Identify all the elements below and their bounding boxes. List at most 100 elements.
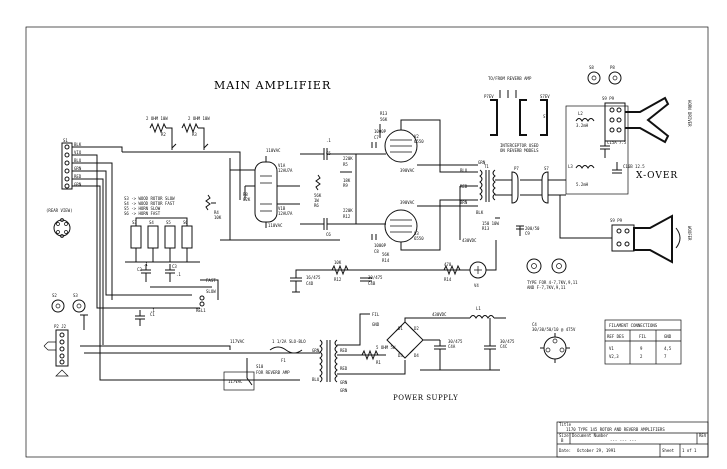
wire-label-vio: VIO bbox=[74, 150, 82, 155]
svg-text:P2 J2: P2 J2 bbox=[54, 324, 67, 329]
svg-text:BLU: BLU bbox=[312, 377, 320, 382]
wire-label-red: RED bbox=[74, 174, 82, 179]
resistor-r3: 2 OHM 10W R3 bbox=[181, 116, 210, 150]
rear-view-socket: (REAR VIEW) bbox=[46, 208, 73, 238]
woofer-speaker: S9 P9 WOOFER bbox=[548, 194, 692, 264]
output-transformer-t1: GRN BLU RED BRN BLK T1 bbox=[460, 160, 496, 215]
slow-label: SLOW bbox=[206, 289, 216, 294]
svg-text:390VAC: 390VAC bbox=[400, 200, 415, 205]
fil-label: FIL bbox=[372, 312, 380, 317]
svg-text:WOOFER: WOOFER bbox=[687, 226, 692, 241]
resistor-b1: 5 OHM 5W R1 bbox=[361, 345, 396, 365]
svg-text:R14: R14 bbox=[382, 258, 390, 263]
rel1-label: REL1 bbox=[196, 308, 206, 313]
r13-value: 56K bbox=[380, 117, 388, 122]
v2-ref: V2 bbox=[414, 134, 419, 139]
svg-text:R8: R8 bbox=[243, 192, 248, 197]
svg-text:D2: D2 bbox=[414, 326, 419, 331]
svg-text:S3: S3 bbox=[132, 220, 137, 225]
v2-type: 6550 bbox=[414, 139, 424, 144]
ft-row2-fil: 2 bbox=[640, 354, 643, 359]
r14-value: 56K bbox=[382, 252, 390, 257]
output-wiring bbox=[356, 119, 478, 251]
horn-speaker: S9 P9 HORN DRIVER bbox=[602, 96, 692, 144]
v3-ref: V3 bbox=[414, 231, 419, 236]
tube-v4: V4 bbox=[469, 240, 497, 288]
tb-size: B bbox=[561, 438, 564, 443]
svg-text:RED: RED bbox=[340, 366, 348, 371]
svg-text:BRN: BRN bbox=[460, 200, 468, 205]
tb-rev-label: REV bbox=[699, 433, 707, 438]
rear-view-label: (REAR VIEW) bbox=[46, 208, 73, 213]
connector-s1: S1 BLK VIO BLU GRN RED GRN bbox=[61, 138, 82, 190]
switch-mode-notes: S3 -> WOOD ROTOR SLOW S4 -> WOOD ROTOR F… bbox=[124, 196, 175, 216]
svg-text:GRN: GRN bbox=[340, 388, 348, 393]
type-note-2: AND F-7,7KV,9,11 bbox=[527, 285, 566, 290]
c4-note: 30/30/50/10 @ 475V bbox=[532, 327, 576, 332]
svg-text:430VDC: 430VDC bbox=[432, 312, 447, 317]
sockets-s2-s3: S2 S3 bbox=[51, 293, 86, 313]
ft-header-gnd: GND bbox=[664, 334, 672, 339]
svg-text:R5: R5 bbox=[343, 162, 348, 167]
tb-size-label: Size bbox=[559, 433, 569, 438]
ft-header-ref: REF DES bbox=[607, 334, 624, 339]
svg-text:S9 P9: S9 P9 bbox=[602, 96, 615, 101]
tb-title-label: Title bbox=[559, 422, 572, 427]
v1b-ref: V1B bbox=[278, 206, 286, 211]
svg-text:390VAC: 390VAC bbox=[400, 168, 415, 173]
tb-date: October 29, 1991 bbox=[577, 448, 616, 453]
tube-v2: V2 6550 bbox=[384, 129, 424, 163]
tb-sheet: 1 of 1 bbox=[682, 448, 697, 453]
title-block: Title 1170 TYPE 145 ROTOR AND REVERB AMP… bbox=[556, 421, 709, 458]
tb-date-label: Date: bbox=[559, 448, 571, 453]
svg-text:.1: .1 bbox=[176, 272, 181, 277]
svg-text:L2: L2 bbox=[578, 111, 583, 116]
tb-title: 1170 TYPE 145 ROTOR AND REVERB AMPLIFIER… bbox=[566, 427, 665, 432]
relay-rel1: FAST SLOW REL1 bbox=[150, 278, 219, 313]
tb-sheet-label: Sheet bbox=[662, 448, 675, 453]
r15a-value: 150 10W bbox=[482, 221, 499, 226]
wire-label-grn: GRN bbox=[74, 166, 82, 171]
bias-line: 16/475 C4D 10K R12 30/475 C4B 470 R14 bbox=[290, 260, 470, 293]
svg-text:S3: S3 bbox=[73, 293, 78, 298]
svg-text:R1: R1 bbox=[376, 360, 381, 365]
filament-table-title: FILAMENT CONNECTIONS bbox=[609, 323, 658, 328]
svg-text:82K: 82K bbox=[243, 197, 251, 202]
c9-value: 200/50 bbox=[525, 226, 540, 231]
connector-p7-s7: P7 S7 bbox=[511, 166, 549, 204]
reverb-for-label: FOR REVERB AMP bbox=[256, 370, 290, 375]
potentiometer-r4: R4 10K bbox=[205, 194, 222, 220]
svg-text:R13: R13 bbox=[380, 111, 388, 116]
svg-text:110VAC: 110VAC bbox=[266, 148, 281, 153]
svg-text:R13: R13 bbox=[482, 226, 490, 231]
preamp-wiring bbox=[220, 156, 340, 241]
svg-text:C6: C6 bbox=[326, 232, 331, 237]
r11-value: 10K bbox=[334, 260, 342, 265]
svg-text:S7EV: S7EV bbox=[540, 94, 550, 99]
svg-text:C8: C8 bbox=[374, 249, 379, 254]
svg-text:RED: RED bbox=[460, 184, 468, 189]
svg-text:P8: P8 bbox=[610, 65, 615, 70]
svg-text:R6: R6 bbox=[314, 203, 319, 208]
svg-text:C3: C3 bbox=[172, 264, 177, 269]
r12-value: 220K bbox=[343, 208, 353, 213]
c4a-value: 30/475 bbox=[448, 339, 463, 344]
svg-text:S1: S1 bbox=[63, 138, 68, 143]
svg-text:18K: 18K bbox=[343, 178, 351, 183]
svg-text:56K: 56K bbox=[314, 193, 322, 198]
type-note-1: TYPE FOR 4-7,7KV,9,11 bbox=[527, 280, 578, 285]
r2-value: 2 OHM 10W bbox=[146, 116, 168, 121]
svg-text:GRN: GRN bbox=[312, 348, 320, 353]
svg-text:P7: P7 bbox=[514, 166, 519, 171]
ft-row1-fil: 9 bbox=[640, 346, 643, 351]
svg-text:S2: S2 bbox=[52, 293, 57, 298]
wire-label-blu: BLU bbox=[74, 158, 82, 163]
svg-text:R2: R2 bbox=[161, 132, 166, 137]
gnd-label: GND bbox=[372, 322, 380, 327]
l2-value: 3.2mH bbox=[576, 123, 589, 128]
r15-value: 470 bbox=[444, 262, 452, 267]
